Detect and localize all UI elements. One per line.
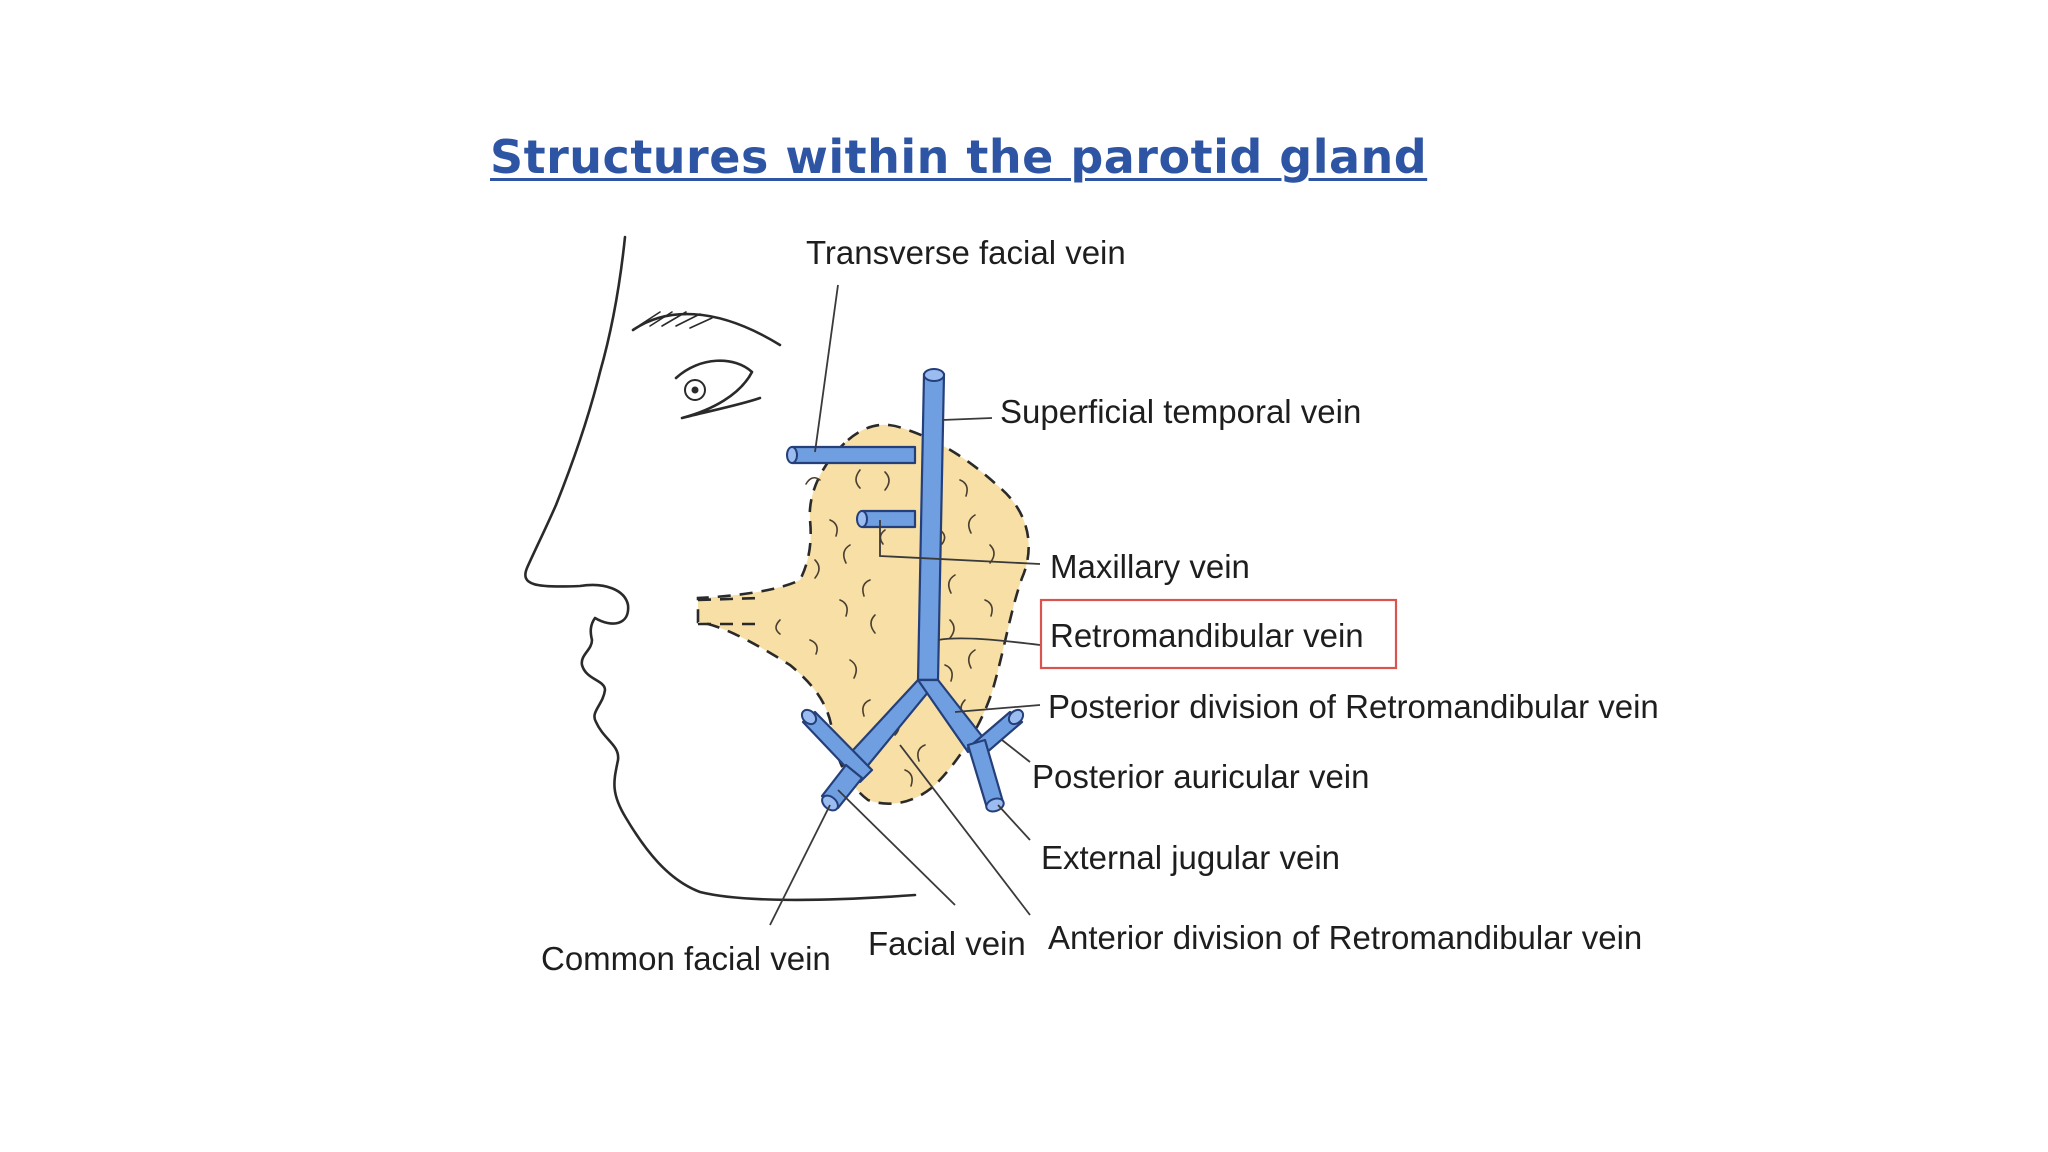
label-posterior-division: Posterior division of Retromandibular ve… <box>1048 688 1659 725</box>
label-anterior-division: Anterior division of Retromandibular vei… <box>1048 919 1642 956</box>
label-superficial-temporal-vein: Superficial temporal vein <box>1000 393 1361 430</box>
face-profile-outline <box>524 235 917 902</box>
transverse-facial-vein <box>790 445 917 465</box>
eye-iris <box>684 379 706 401</box>
label-external-jugular-vein: External jugular vein <box>1041 839 1340 876</box>
maxillary-vein <box>860 509 917 529</box>
parotid-duct <box>697 596 761 626</box>
label-transverse-facial-vein: Transverse facial vein <box>806 234 1126 271</box>
eyebrow-hairs <box>639 311 713 329</box>
vein-system <box>786 368 1025 813</box>
label-common-facial-vein: Common facial vein <box>541 940 831 977</box>
superficial-temporal-vein-end <box>923 368 945 382</box>
eye-pupil <box>691 386 699 394</box>
label-maxillary-vein: Maxillary vein <box>1050 548 1250 585</box>
label-posterior-auricular-vein: Posterior auricular vein <box>1032 758 1369 795</box>
eyebrow <box>631 312 782 347</box>
leader-lines <box>769 284 1041 926</box>
slide-title: Structures within the parotid gland <box>490 130 1428 184</box>
label-retromandibular-vein: Retromandibular vein <box>1050 617 1364 654</box>
eye-outline <box>674 359 762 420</box>
label-facial-vein: Facial vein <box>868 925 1026 962</box>
highlight-box <box>1039 598 1398 670</box>
